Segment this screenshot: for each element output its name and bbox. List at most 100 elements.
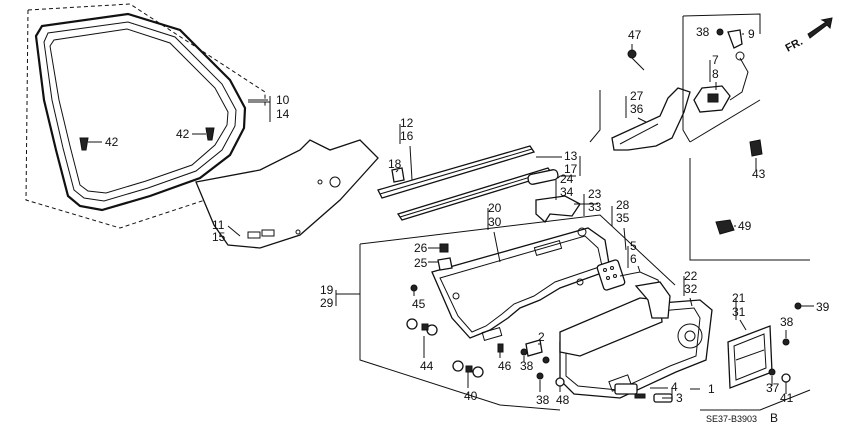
callout-c38b: 38 — [780, 315, 794, 329]
callout-c36: 36 — [630, 102, 644, 116]
callout-labels: 1234567891014111512161317181929203021312… — [105, 25, 830, 407]
screw-39 — [794, 302, 812, 310]
washer-48 — [555, 377, 565, 387]
callout-c21: 21 — [732, 291, 746, 305]
callout-c33: 33 — [588, 200, 602, 214]
leader-line-c20 — [493, 231, 501, 263]
weatherstrip-boundary — [25, 3, 270, 229]
screw-38-low — [536, 372, 544, 380]
callout-c42b: 42 — [176, 127, 190, 141]
leader-line-c21 — [739, 319, 747, 331]
reflector-boundary — [689, 158, 811, 411]
leader-line-c5 — [637, 265, 641, 273]
screw-47 — [627, 49, 645, 71]
callout-c18: 18 — [388, 157, 402, 171]
clip-18 — [391, 167, 405, 183]
callout-c19: 19 — [320, 283, 334, 297]
callout-c15: 15 — [212, 230, 226, 244]
callout-c32: 32 — [684, 282, 698, 296]
callout-c26: 26 — [414, 241, 428, 255]
clip-26 — [439, 243, 449, 253]
callout-c7: 7 — [712, 53, 719, 67]
fasteners-40 — [452, 360, 484, 378]
callout-c1: 1 — [708, 382, 715, 396]
leader-line-c11 — [227, 225, 241, 237]
armrest-handle — [634, 281, 671, 319]
bracket-9 — [727, 29, 743, 49]
screw-38-right — [782, 338, 790, 346]
door-weatherstrip — [34, 12, 247, 212]
callout-c30: 30 — [488, 215, 502, 229]
callout-c10: 10 — [276, 93, 290, 107]
callout-c38a: 38 — [696, 25, 710, 39]
callout-c37: 37 — [766, 381, 780, 395]
clip-42-left — [79, 137, 100, 151]
callout-c14: 14 — [276, 107, 290, 121]
callout-c34: 34 — [560, 185, 574, 199]
leader-lines — [100, 33, 814, 400]
callout-c35: 35 — [616, 211, 630, 225]
clip-42-right — [195, 127, 215, 141]
callout-c3: 3 — [676, 391, 683, 405]
callout-c24: 24 — [560, 172, 574, 186]
grip-boundary — [589, 13, 761, 143]
diagram-code-suffix: B — [770, 411, 778, 425]
callout-c46: 46 — [498, 359, 512, 373]
fastener-49 — [715, 219, 735, 235]
front-arrow-icon — [807, 17, 833, 39]
callout-c28: 28 — [616, 198, 630, 212]
callout-c2: 2 — [538, 330, 545, 344]
leader-line-c22 — [689, 297, 693, 307]
callout-c23: 23 — [588, 187, 602, 201]
callout-c38d: 38 — [536, 393, 550, 407]
callout-c11: 11 — [212, 218, 225, 232]
assist-grip — [611, 87, 691, 151]
front-indicator: FR. — [784, 36, 805, 55]
armrest-pocket — [559, 297, 663, 357]
inner-handle-bezel — [527, 169, 576, 185]
callout-c27: 27 — [630, 89, 644, 103]
diagram-code: SE37-B3903 — [706, 414, 757, 424]
callout-c12: 12 — [400, 116, 414, 130]
callout-c42a: 42 — [105, 135, 119, 149]
leader-line-c28 — [623, 227, 627, 251]
courtesy-lamp — [693, 51, 749, 113]
reflector — [727, 325, 773, 389]
door-lining-boundary — [359, 214, 676, 411]
clip-43 — [749, 139, 763, 157]
fastener-46 — [497, 343, 504, 353]
callout-c6: 6 — [630, 252, 637, 266]
callout-c41: 41 — [780, 391, 794, 405]
callout-c22: 22 — [684, 269, 698, 283]
callout-c38c: 38 — [520, 359, 534, 373]
callout-c4: 4 — [671, 380, 678, 394]
callout-c49: 49 — [738, 219, 752, 233]
callout-c43: 43 — [752, 167, 766, 181]
callout-c47: 47 — [628, 28, 642, 42]
callout-c20: 20 — [488, 201, 502, 215]
screw-38-mid2 — [542, 356, 550, 364]
callout-c44: 44 — [420, 359, 434, 373]
callout-c29: 29 — [320, 296, 334, 310]
callout-c40: 40 — [464, 389, 478, 403]
fasteners-44 — [406, 318, 438, 336]
screw-38-mid — [520, 348, 528, 356]
callout-c5: 5 — [630, 239, 637, 253]
callout-c17: 17 — [564, 162, 578, 176]
screw-45 — [410, 284, 418, 292]
leader-line-c24 — [557, 175, 561, 179]
leader-line-c12 — [409, 145, 413, 181]
door-plastic-cover — [195, 139, 379, 249]
inner-belt-molding — [377, 145, 554, 221]
callout-c16: 16 — [400, 129, 414, 143]
door-lining — [431, 227, 611, 341]
callout-c25: 25 — [414, 256, 428, 270]
leader-line-c27 — [637, 117, 647, 123]
callout-c45: 45 — [412, 297, 426, 311]
screw-37 — [768, 368, 776, 376]
callout-c9: 9 — [748, 27, 755, 41]
screw-38-top — [716, 28, 724, 36]
callout-c48: 48 — [556, 393, 570, 407]
